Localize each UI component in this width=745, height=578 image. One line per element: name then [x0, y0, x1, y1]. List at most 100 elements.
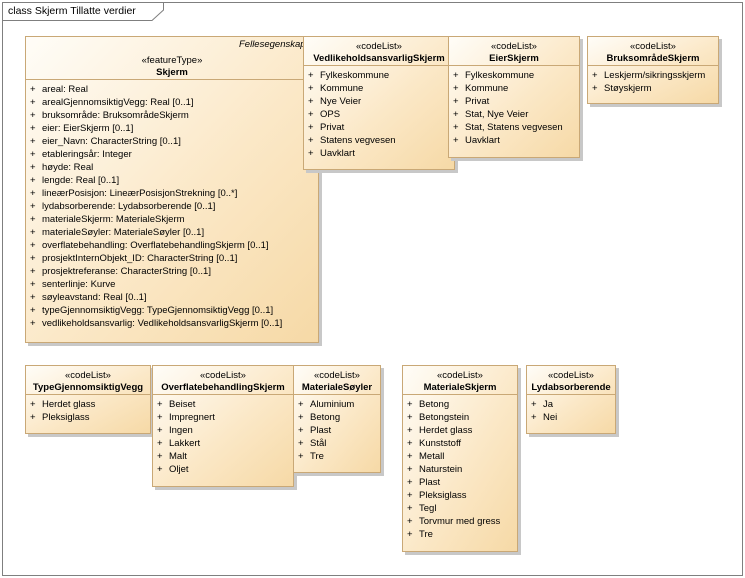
list-item: +Metall: [403, 450, 517, 463]
list-item: +eier: EierSkjerm [0..1]: [26, 122, 318, 135]
value-list: +Fylkeskommune+Kommune+Nye Veier+OPS+Pri…: [304, 66, 454, 160]
list-item-label: Tegl: [419, 503, 437, 514]
list-item: + søyleavstand: Real [0..1]: [26, 291, 318, 304]
list-item: +Kunststoff: [403, 437, 517, 450]
codelist-vedlikeholdsansvarligskjerm[interactable]: «codeList» VedlikeholdsansvarligSkjerm +…: [303, 36, 455, 170]
list-item: + Herdet glass: [403, 424, 517, 437]
visibility-marker: +: [30, 149, 36, 160]
list-item-label: Pleksiglass: [42, 412, 90, 423]
visibility-marker: +: [30, 188, 36, 199]
codelist-typegjennomsiktigvegg[interactable]: «codeList» TypeGjennomsiktigVegg +Herdet…: [25, 365, 151, 434]
codelist-lydabsorberende[interactable]: «codeList» Lydabsorberende +Ja+Nei: [526, 365, 616, 434]
codelist-overflatebehandlingskjerm[interactable]: «codeList» OverflatebehandlingSkjerm +Be…: [152, 365, 294, 487]
visibility-marker: +: [30, 305, 36, 316]
codelist-bruksomradeskjerm[interactable]: «codeList» BruksområdeSkjerm +Leskjerm/s…: [587, 36, 719, 104]
visibility-marker: +: [30, 292, 36, 303]
stereotype-label: «codeList»: [437, 370, 483, 381]
visibility-marker: +: [157, 438, 163, 449]
list-item-label: lengde: Real [0..1]: [42, 175, 120, 186]
visibility-marker: +: [407, 451, 413, 462]
visibility-marker: +: [308, 96, 314, 107]
list-item-label: Stat, Statens vegvesen: [465, 122, 563, 133]
visibility-marker: +: [453, 135, 459, 146]
list-item: +Privat: [449, 95, 579, 108]
visibility-marker: +: [157, 464, 163, 475]
class-header: «codeList» TypeGjennomsiktigVegg: [26, 366, 150, 395]
list-item-label: eier: EierSkjerm [0..1]: [42, 123, 134, 134]
list-item: + OPS: [304, 108, 454, 121]
list-item-label: Herdet glass: [419, 425, 473, 436]
list-item-label: Ja: [543, 399, 554, 410]
list-item: +materialeSkjerm: MaterialeSkjerm: [26, 213, 318, 226]
visibility-marker: +: [531, 399, 537, 410]
visibility-marker: +: [453, 109, 459, 120]
list-item-label: eier_Navn: CharacterString [0..1]: [42, 136, 181, 147]
visibility-marker: +: [30, 318, 36, 329]
class-header: «codeList» BruksområdeSkjerm: [588, 37, 718, 66]
list-item: +prosjektInternObjekt_ID: CharacterStrin…: [26, 252, 318, 265]
list-item-label: OPS: [320, 109, 341, 120]
stereotype-label: «codeList»: [491, 41, 537, 52]
class-name: VedlikeholdsansvarligSkjerm: [313, 53, 445, 64]
visibility-marker: +: [30, 84, 36, 95]
package-label: Fellesegenskaper: [239, 39, 314, 50]
list-item: +etableringsår: Integer: [26, 148, 318, 161]
stereotype-label: «codeList»: [65, 370, 111, 381]
list-item-label: Statens vegvesen: [320, 135, 396, 146]
list-item: + Tre: [294, 450, 380, 463]
visibility-marker: +: [308, 70, 314, 81]
list-item: +lineærPosisjon: LineærPosisjonStrekning…: [26, 187, 318, 200]
list-item: +Uavklart: [449, 134, 579, 147]
list-item-label: Uavklart: [320, 148, 355, 159]
value-list: +Herdet glass+Pleksiglass: [26, 395, 150, 424]
list-item-label: Fylkeskommune: [465, 70, 535, 81]
class-name: Skjerm: [156, 67, 188, 78]
codelist-materialesoyler[interactable]: «codeList» MaterialeSøyler +Aluminium+Be…: [293, 365, 381, 473]
visibility-marker: +: [407, 464, 413, 475]
visibility-marker: +: [30, 175, 36, 186]
class-skjerm[interactable]: Fellesegenskaper «featureType» Skjerm +a…: [25, 36, 319, 343]
visibility-marker: +: [308, 109, 314, 120]
class-name: EierSkjerm: [489, 53, 539, 64]
list-item-label: Tre: [310, 451, 324, 462]
list-item: +Nei: [527, 411, 615, 424]
list-item: + lengde: Real [0..1]: [26, 174, 318, 187]
list-item-label: Malt: [169, 451, 187, 462]
codelist-materialeskjerm[interactable]: «codeList» MaterialeSkjerm +Betong+Beton…: [402, 365, 518, 552]
list-item-label: Kunststoff: [419, 438, 462, 449]
list-item: +senterlinje: Kurve: [26, 278, 318, 291]
visibility-marker: +: [30, 240, 36, 251]
value-list: +Fylkeskommune+Kommune+Privat+Stat, Nye …: [449, 66, 579, 147]
list-item: +bruksområde: BruksområdeSkjerm: [26, 109, 318, 122]
visibility-marker: +: [308, 148, 314, 159]
codelist-eierskjerm[interactable]: «codeList» EierSkjerm +Fylkeskommune+Kom…: [448, 36, 580, 158]
list-item-label: søyleavstand: Real [0..1]: [42, 292, 147, 303]
visibility-marker: +: [30, 136, 36, 147]
class-name: BruksområdeSkjerm: [606, 53, 700, 64]
visibility-marker: +: [30, 266, 36, 277]
stereotype-label: «codeList»: [356, 41, 402, 52]
list-item-label: Plast: [310, 425, 332, 436]
list-item-label: Nei: [543, 412, 558, 423]
visibility-marker: +: [298, 451, 304, 462]
class-header: «codeList» MaterialeSkjerm: [403, 366, 517, 395]
list-item: +vedlikeholdsansvarlig: Vedlikeholdsansv…: [26, 317, 318, 330]
visibility-marker: +: [592, 83, 598, 94]
list-item: +prosjektreferanse: CharacterString [0..…: [26, 265, 318, 278]
list-item-label: Pleksiglass: [419, 490, 467, 501]
visibility-marker: +: [407, 412, 413, 423]
list-item-label: Støyskjerm: [604, 83, 652, 94]
list-item: + Ja: [527, 398, 615, 411]
value-list: +Betong+Betongstein+Herdet glass+Kunstst…: [403, 395, 517, 541]
list-item: +Pleksiglass: [26, 411, 150, 424]
list-item-label: Fylkeskommune: [320, 70, 390, 81]
list-item: + overflatebehandling: Overflatebehandlin…: [26, 239, 318, 252]
visibility-marker: +: [407, 425, 413, 436]
list-item: + Støyskjerm: [588, 82, 718, 95]
list-item-label: overflatebehandling: Overflatebehandling…: [42, 240, 269, 251]
list-item: +Lakkert: [153, 437, 293, 450]
list-item: +Plast: [403, 476, 517, 489]
list-item: +Stat, Statens vegvesen: [449, 121, 579, 134]
class-name: MaterialeSkjerm: [423, 382, 497, 393]
